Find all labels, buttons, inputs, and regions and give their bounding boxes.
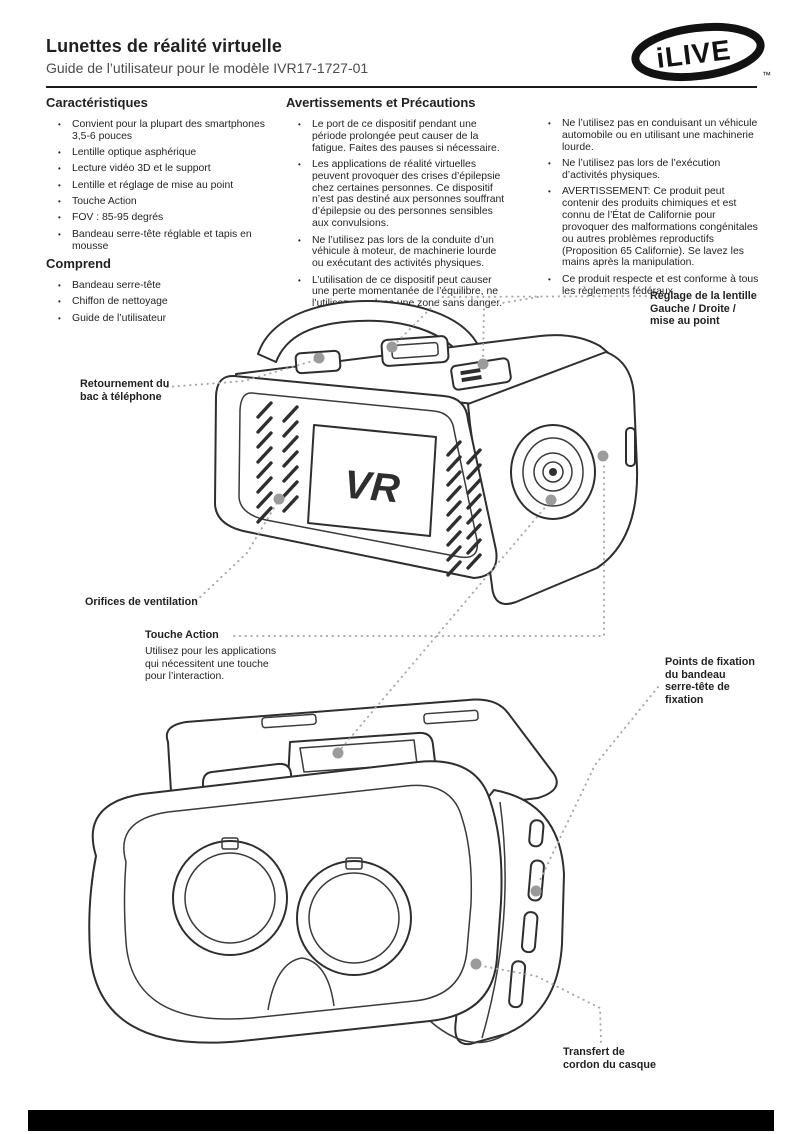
bullet-dot: • xyxy=(298,119,301,129)
bullet-dot: • xyxy=(548,274,551,284)
list-item-text: Lentille optique asphérique xyxy=(72,147,197,159)
features-heading: Caractéristiques xyxy=(46,95,148,110)
list-item-text: Ce produit respecte et est conforme à to… xyxy=(562,273,759,297)
header-divider xyxy=(46,86,757,88)
list-item: • Bandeau serre-tête xyxy=(46,280,280,292)
list-item: • Ne l’utilisez pas en conduisant un véhi… xyxy=(536,118,762,154)
list-item: • Ne l’utilisez pas lors de l’exécution d… xyxy=(536,158,762,182)
footer-bar xyxy=(28,1110,774,1131)
bullet-dot: • xyxy=(58,297,61,307)
headset-rear-illustration xyxy=(88,698,565,1046)
bullet-dot: • xyxy=(58,164,61,174)
callout-strap-points: Points de fixation du bandeau serre-tête… xyxy=(665,656,755,707)
list-item: • Le port de ce dispositif pendant une pé… xyxy=(286,119,510,155)
list-item: • Convient pour la plupart des smartphone… xyxy=(46,119,280,143)
bullet-dot: • xyxy=(548,187,551,197)
callout-vents: Orifices de ventilation xyxy=(85,596,198,608)
list-item-text: Chiffon de nettoyage xyxy=(72,296,168,308)
list-item: • Ce produit respecte et est conforme à t… xyxy=(536,274,762,298)
vent-slashes-right xyxy=(446,440,482,577)
list-item-text: AVERTISSEMENT: Ce produit peut contenir … xyxy=(562,186,758,269)
bullet-dot: • xyxy=(58,119,61,129)
list-item-text: Bandeau serre-tête xyxy=(72,279,161,291)
callout-cord-transfer: Transfert de cordon du casque xyxy=(563,1046,656,1071)
list-item-text: Touche Action xyxy=(72,196,137,208)
bullet-dot: • xyxy=(548,119,551,128)
callout-action-button-title: Touche Action xyxy=(145,629,219,641)
includes-list: • Bandeau serre-tête • Chiffon de nettoyage… xyxy=(46,280,280,325)
list-item: • Touche Action xyxy=(46,196,280,208)
page-subtitle: Guide de l’utilisateur pour le modèle IV… xyxy=(46,60,369,76)
trademark-symbol: ™ xyxy=(762,70,771,80)
list-item-text: Ne l’utilisez pas lors de la conduite d’… xyxy=(312,234,497,270)
list-item: • FOV : 85-95 degrés xyxy=(46,212,280,224)
page-title: Lunettes de réalité virtuelle xyxy=(46,36,282,56)
list-item-text: Convient pour la plupart des smartphones… xyxy=(72,118,265,142)
bullet-dot: • xyxy=(298,159,301,169)
callout-leader-lines xyxy=(166,295,659,1043)
list-item: • Ne l’utilisez pas lors de la conduite d… xyxy=(286,235,510,271)
bullet-dot: • xyxy=(298,275,301,285)
vr-logo-text: VR xyxy=(342,463,401,512)
list-item-text: FOV : 85-95 degrés xyxy=(72,212,164,224)
list-item: • Chiffon de nettoyage xyxy=(46,296,280,308)
list-item-text: Guide de l’utilisateur xyxy=(72,312,167,324)
warnings-column-2: • Ne l’utilisez pas en conduisant un véhi… xyxy=(536,96,762,302)
list-item-text: Bandeau serre-tête réglable et tapis en … xyxy=(72,228,252,252)
bullet-dot: • xyxy=(58,280,61,290)
vent-slashes-left xyxy=(256,401,299,524)
list-item: • Guide de l’utilisateur xyxy=(46,313,280,325)
list-item-text: Ne l’utilisez pas lors de l’exécution d’… xyxy=(562,158,721,181)
list-item: • Bandeau serre-tête réglable et tapis en… xyxy=(46,229,280,253)
bullet-dot: • xyxy=(58,213,61,223)
ilive-logo-icon: iLIVE ™ xyxy=(631,22,771,82)
bullet-dot: • xyxy=(58,197,61,207)
list-item-text: Les applications de réalité virtuelles p… xyxy=(312,158,505,230)
bullet-dot: • xyxy=(58,229,61,239)
callout-action-button-desc: Utilisez pour les applications qui néces… xyxy=(145,646,277,683)
list-item-text: Ne l’utilisez pas en conduisant un véhic… xyxy=(562,118,758,153)
warnings-heading: Avertissements et Précautions xyxy=(286,95,476,110)
list-item: • Lentille et réglage de mise au point xyxy=(46,180,280,192)
callout-phone-tray: Retournement du bac à téléphone xyxy=(80,378,170,403)
list-item: • Lentille optique asphérique xyxy=(46,147,280,159)
includes-heading: Comprend xyxy=(46,256,111,272)
features-column: Caractéristiques • Convient pour la plupa… xyxy=(46,95,280,329)
callout-lens-adjustment: Réglage de la lentille Gauche / Droite /… xyxy=(650,290,757,328)
callout-anchor-dots xyxy=(273,341,609,970)
list-item-text: Le port de ce dispositif pendant une pér… xyxy=(312,118,500,154)
warnings-list-2: • Ne l’utilisez pas en conduisant un véhi… xyxy=(536,118,762,298)
bullet-dot: • xyxy=(548,159,551,169)
list-item-text: Lecture vidéo 3D et le support xyxy=(72,163,211,175)
list-item-text: Lentille et réglage de mise au point xyxy=(72,179,234,191)
list-item: • Lecture vidéo 3D et le support xyxy=(46,163,280,175)
bullet-dot: • xyxy=(298,235,301,245)
bullet-dot: • xyxy=(58,180,61,190)
headset-front-illustration: VR xyxy=(214,299,639,605)
bullet-dot: • xyxy=(58,148,61,158)
list-item: • AVERTISSEMENT: Ce produit peut contenir… xyxy=(536,186,762,269)
features-list: • Convient pour la plupart des smartphone… xyxy=(46,119,280,253)
list-item: • Les applications de réalité virtuelles … xyxy=(286,159,510,230)
bullet-dot: • xyxy=(58,313,61,323)
